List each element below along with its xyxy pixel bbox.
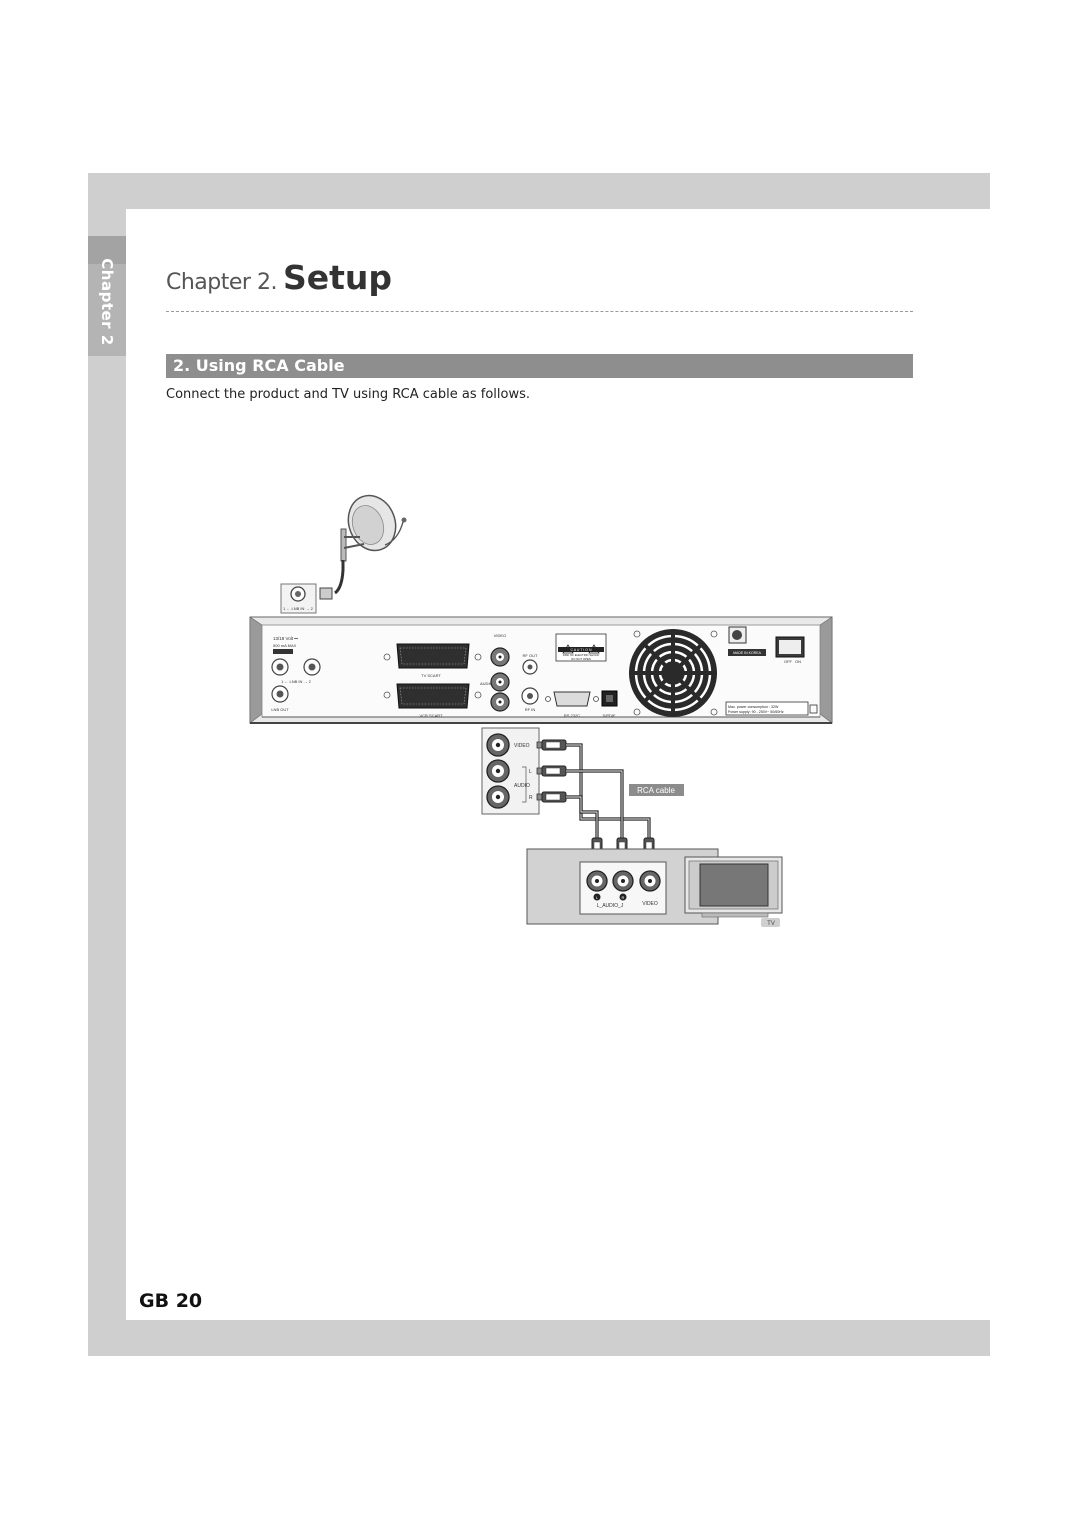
lnb-connector-label: 1 ← LNB IN → 2 <box>283 606 314 611</box>
jack-video-label: VIDEO <box>514 743 530 749</box>
jack-right-label: R <box>529 795 533 801</box>
page-frame-bottom <box>88 1320 990 1356</box>
rca-jack-detail: VIDEO AUDIO L R <box>481 727 540 815</box>
chapter-tab-marker <box>88 236 126 264</box>
caution-line1: RISK OF ELECTRIC SHOCK <box>563 653 600 657</box>
title-divider <box>166 311 913 312</box>
switch-off-label: OFF <box>784 659 793 664</box>
rca-plug-audio-left <box>536 765 567 777</box>
section-header-bar <box>166 354 913 378</box>
tv-label: TV <box>767 921 775 927</box>
rf-out-label: RF OUT <box>523 653 538 658</box>
tv-scart-label: TV SCART <box>421 673 441 678</box>
rs232c-label: RS 232C <box>564 713 580 718</box>
fan-icon <box>629 629 717 717</box>
tv-video-label: VIDEO <box>642 901 658 907</box>
chapter-title: Setup <box>282 258 392 297</box>
tv-jack-left-label: L <box>596 895 599 900</box>
satellite-dish-icon <box>334 494 407 595</box>
rca-plug-video <box>536 739 567 751</box>
panel-audio-label: AUDIO <box>480 681 493 686</box>
rf-in-label: RF IN <box>525 707 536 712</box>
rca-cable-tag <box>629 784 684 796</box>
jack-left-label: L <box>529 769 532 775</box>
rca-cable-label: RCA cable <box>637 786 675 795</box>
page-frame-left <box>88 209 126 1321</box>
tv-jack-right-label: R <box>622 895 625 900</box>
section-title: 2. Using RCA Cable <box>173 356 345 375</box>
tv-audio-label: L_AUDIO_J <box>597 903 624 909</box>
spdif-label: S/PDIF <box>603 713 616 718</box>
power-supply-label: Power supply: 90 - 250V~ 50/60Hz <box>728 710 784 714</box>
panel-video-label: VIDEO <box>494 633 506 638</box>
power-label: 13/18 Volt ⎓ <box>273 636 298 641</box>
lnb-connector: 1 ← LNB IN → 2 <box>280 583 333 614</box>
vcr-scart-label: VCR SCART <box>419 713 443 718</box>
rca-plug-audio-right <box>536 791 567 803</box>
rca-cable <box>536 739 655 868</box>
chapter-label: Chapter 2. <box>166 270 277 295</box>
lnb-out-label: LNB OUT <box>271 707 289 712</box>
lnb-in-label: 1 ← LNB IN → 2 <box>281 679 312 684</box>
jack-audio-label: AUDIO <box>514 783 530 789</box>
receiver-rear-panel: 13/18 Volt ⎓ 500 mA MAX 1 ← LNB IN → 2 L… <box>249 616 833 724</box>
caution-line2: DO NOT OPEN <box>571 657 591 661</box>
page-number: GB 20 <box>139 1290 203 1312</box>
switch-on-label: ON <box>795 659 801 664</box>
page-frame-top <box>88 173 990 209</box>
made-in-label: MADE IN KOREA <box>733 651 761 655</box>
caution-label: C A U T I O N <box>570 648 592 652</box>
page-title: Chapter 2.Setup <box>166 258 392 297</box>
power-consumption-label: Max. power consumption : 32W <box>728 705 779 709</box>
section-intro: Connect the product and TV using RCA cab… <box>166 387 530 402</box>
tv-icon <box>684 856 783 927</box>
current-label: 500 mA MAX <box>273 643 297 648</box>
